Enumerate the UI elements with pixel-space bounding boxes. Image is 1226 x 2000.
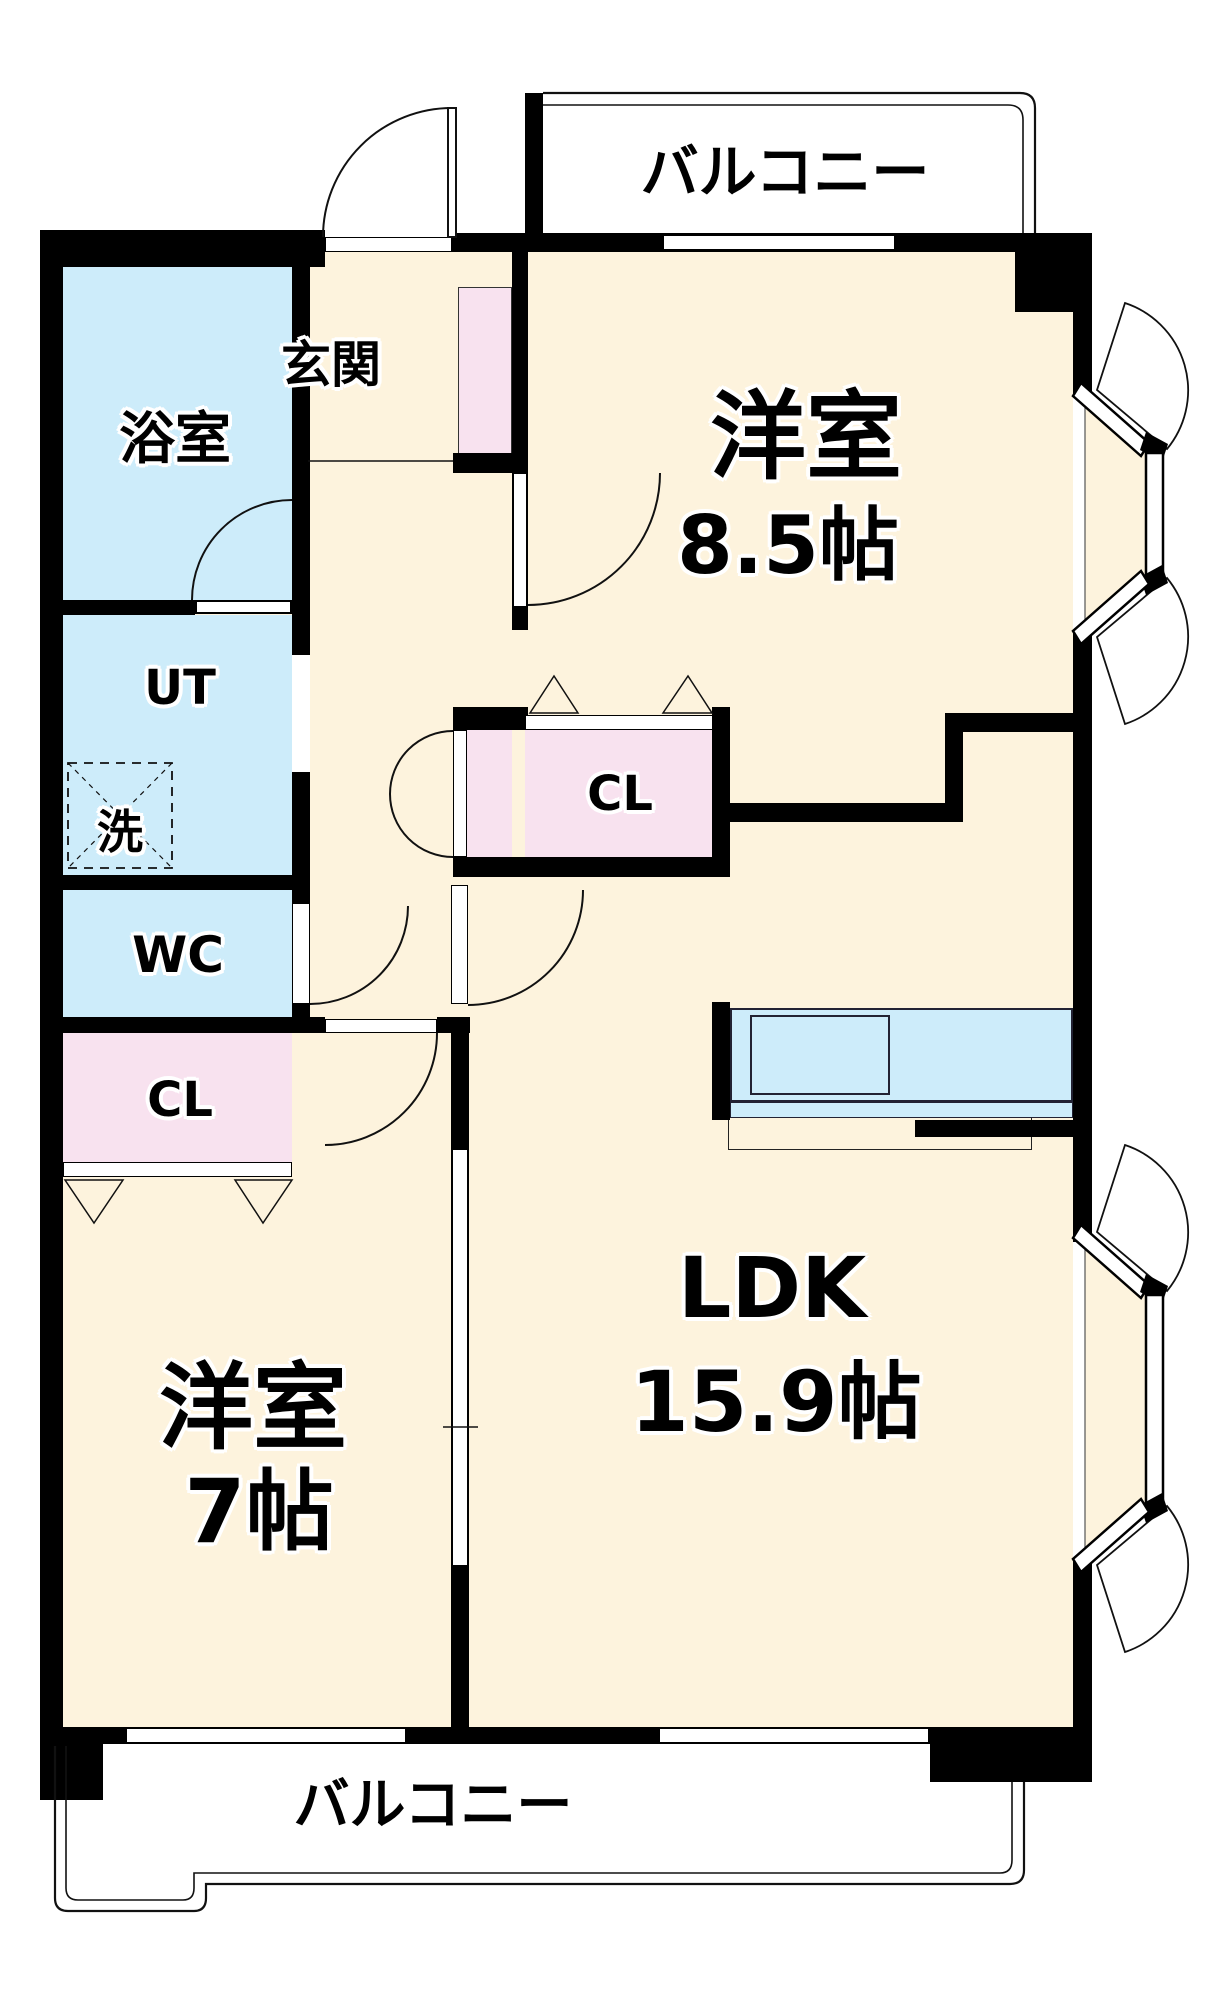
closet-strip-track — [453, 730, 467, 857]
wall-partition-bottom — [451, 1567, 469, 1730]
wall-room-divider — [712, 803, 963, 822]
wall-balcony-stub — [525, 93, 543, 252]
kitchen-sink — [750, 1015, 890, 1095]
label-bathroom: 浴室 — [119, 407, 231, 472]
label-western2-name: 洋室 — [158, 1354, 348, 1463]
wall — [512, 607, 528, 630]
wall — [712, 707, 730, 877]
closet-left — [63, 1033, 292, 1162]
opening-utility — [292, 655, 310, 772]
wall-partition-stub — [451, 1033, 469, 1148]
wall — [453, 453, 528, 473]
wall-room-divider — [945, 713, 1092, 732]
door-wc-leaf — [292, 903, 310, 1004]
shoe-cabinet — [458, 287, 512, 455]
wall-kitchen-stub — [712, 1002, 730, 1120]
door-genkan-leaf — [512, 472, 528, 608]
closet-hall-strip — [467, 730, 512, 857]
label-wc: WC — [132, 926, 224, 984]
label-western2-size: 7帖 — [184, 1460, 334, 1563]
entrance-threshold — [325, 237, 452, 252]
label-balcony-bottom: バルコニー — [293, 1773, 573, 1838]
wall-kitchen-bar — [915, 1120, 1073, 1137]
door-western2-leaf — [325, 1019, 437, 1033]
wall — [40, 230, 325, 267]
wall — [452, 233, 543, 252]
label-closet-center: CL — [587, 766, 653, 822]
label-balcony-top: バルコニー — [640, 138, 930, 206]
room-bathroom — [63, 267, 292, 600]
wall — [63, 875, 292, 890]
wall — [63, 600, 195, 615]
wall — [63, 1017, 292, 1033]
room-utility — [63, 615, 292, 875]
label-western1-name: 洋室 — [710, 381, 902, 493]
label-laundry: 洗 — [97, 805, 143, 859]
room-wc — [63, 890, 292, 1017]
wall-corner-tr — [1015, 233, 1092, 312]
wall — [453, 857, 730, 877]
label-utility: UT — [144, 660, 216, 716]
window-bottom-left — [125, 1727, 407, 1744]
wall — [1073, 1561, 1092, 1730]
label-genkan: 玄関 — [281, 336, 381, 394]
wall-room-divider — [945, 713, 963, 822]
label-ldk-size: 15.9帖 — [630, 1353, 922, 1451]
closet-left-track — [63, 1162, 292, 1177]
window-top — [663, 235, 895, 250]
wall — [40, 230, 63, 1727]
wall — [437, 1017, 470, 1033]
closet1-track — [525, 715, 713, 730]
wall-genkan — [512, 252, 528, 473]
label-western1-size: 8.5帖 — [677, 499, 899, 592]
closet-bedroom1 — [525, 730, 713, 857]
door-hall-ldk-leaf — [451, 885, 468, 1004]
wall-corner-bl — [40, 1727, 103, 1800]
label-closet-left: CL — [147, 1072, 213, 1128]
wall — [292, 1017, 325, 1033]
wall — [453, 707, 528, 730]
wall-sanitary-column — [292, 252, 310, 1033]
kitchen-counter-front — [730, 1102, 1073, 1118]
sliding-partition — [451, 1148, 469, 1567]
wall — [1073, 312, 1092, 392]
label-ldk-name: LDK — [677, 1239, 867, 1337]
door-bathroom-leaf — [195, 600, 292, 614]
wall — [1073, 633, 1092, 1232]
window-bottom-right — [658, 1727, 930, 1744]
